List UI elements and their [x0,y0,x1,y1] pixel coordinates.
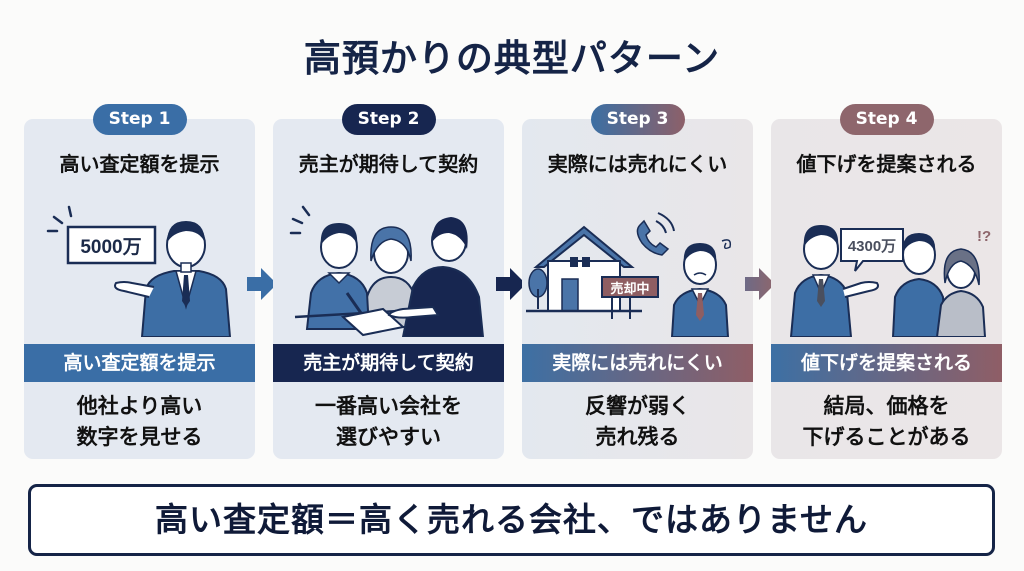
page-title: 高預かりの典型パターン [303,37,721,80]
step-band: 高い査定額を提示 [24,344,255,382]
desc-line: 結局、価格を [823,394,950,418]
step-card-1: Step 1 高い査定額を提示 5000万 高い査定額を提示 他社より高い 数字… [24,104,255,459]
step-band: 値下げを提案される [771,344,1002,382]
step-heading: 値下げを提案される [796,152,977,176]
step-description: 一番高い会社を 選びやすい [273,391,504,453]
arrow-right-icon [247,268,277,300]
step-heading: 売主が期待して契約 [298,152,479,176]
agent-proposing-price-cut-icon: 4300万 !? [789,225,991,337]
step-description: 他社より高い 数字を見せる [24,391,255,453]
conclusion-banner: 高い査定額＝高く売れる会社、ではありません [28,484,995,556]
step-band: 実際には売れにくい [522,344,753,382]
for-sale-sign: 売却中 [610,281,649,296]
desc-line: 他社より高い [76,394,203,418]
price-label: 5000万 [80,237,141,258]
desc-line: 数字を見せる [76,425,203,449]
step-description: 結局、価格を 下げることがある [771,391,1002,453]
desc-line: 選びやすい [336,425,441,449]
desc-line: 売れ残る [595,425,680,449]
desc-line: 一番高い会社を [315,394,462,418]
desc-line: 反響が弱く [585,394,690,418]
step-description: 反響が弱く 売れ残る [522,391,753,453]
step-card-2: Step 2 売主が期待して契約 売主が期待して契約 一番高い会社を 選びやすい [273,104,504,459]
step-badge: Step 3 [590,104,685,135]
surprise-mark: !? [977,228,991,245]
step-heading: 高い査定額を提示 [59,152,220,176]
step-band: 売主が期待して契約 [273,344,504,382]
agent-presenting-price-icon: 5000万 [46,205,232,337]
house-for-sale-icon: 売却中 [526,212,732,337]
arrow-right-icon [496,268,526,300]
price-label: 4300万 [848,238,896,255]
step-badge: Step 4 [839,104,934,135]
couple-signing-contract-icon [289,205,485,337]
step-badge: Step 2 [341,104,436,135]
step-badge: Step 1 [92,104,187,135]
step-card-4: Step 4 値下げを提案される 4300万 !? 値下げを提案される 結局、価… [771,104,1002,459]
step-card-3: Step 3 実際には売れにくい 売却中 実際には売れにくい 反響が弱 [522,104,753,459]
desc-line: 下げることがある [802,425,971,449]
arrow-right-icon [745,268,775,300]
step-heading: 実際には売れにくい [547,152,728,176]
